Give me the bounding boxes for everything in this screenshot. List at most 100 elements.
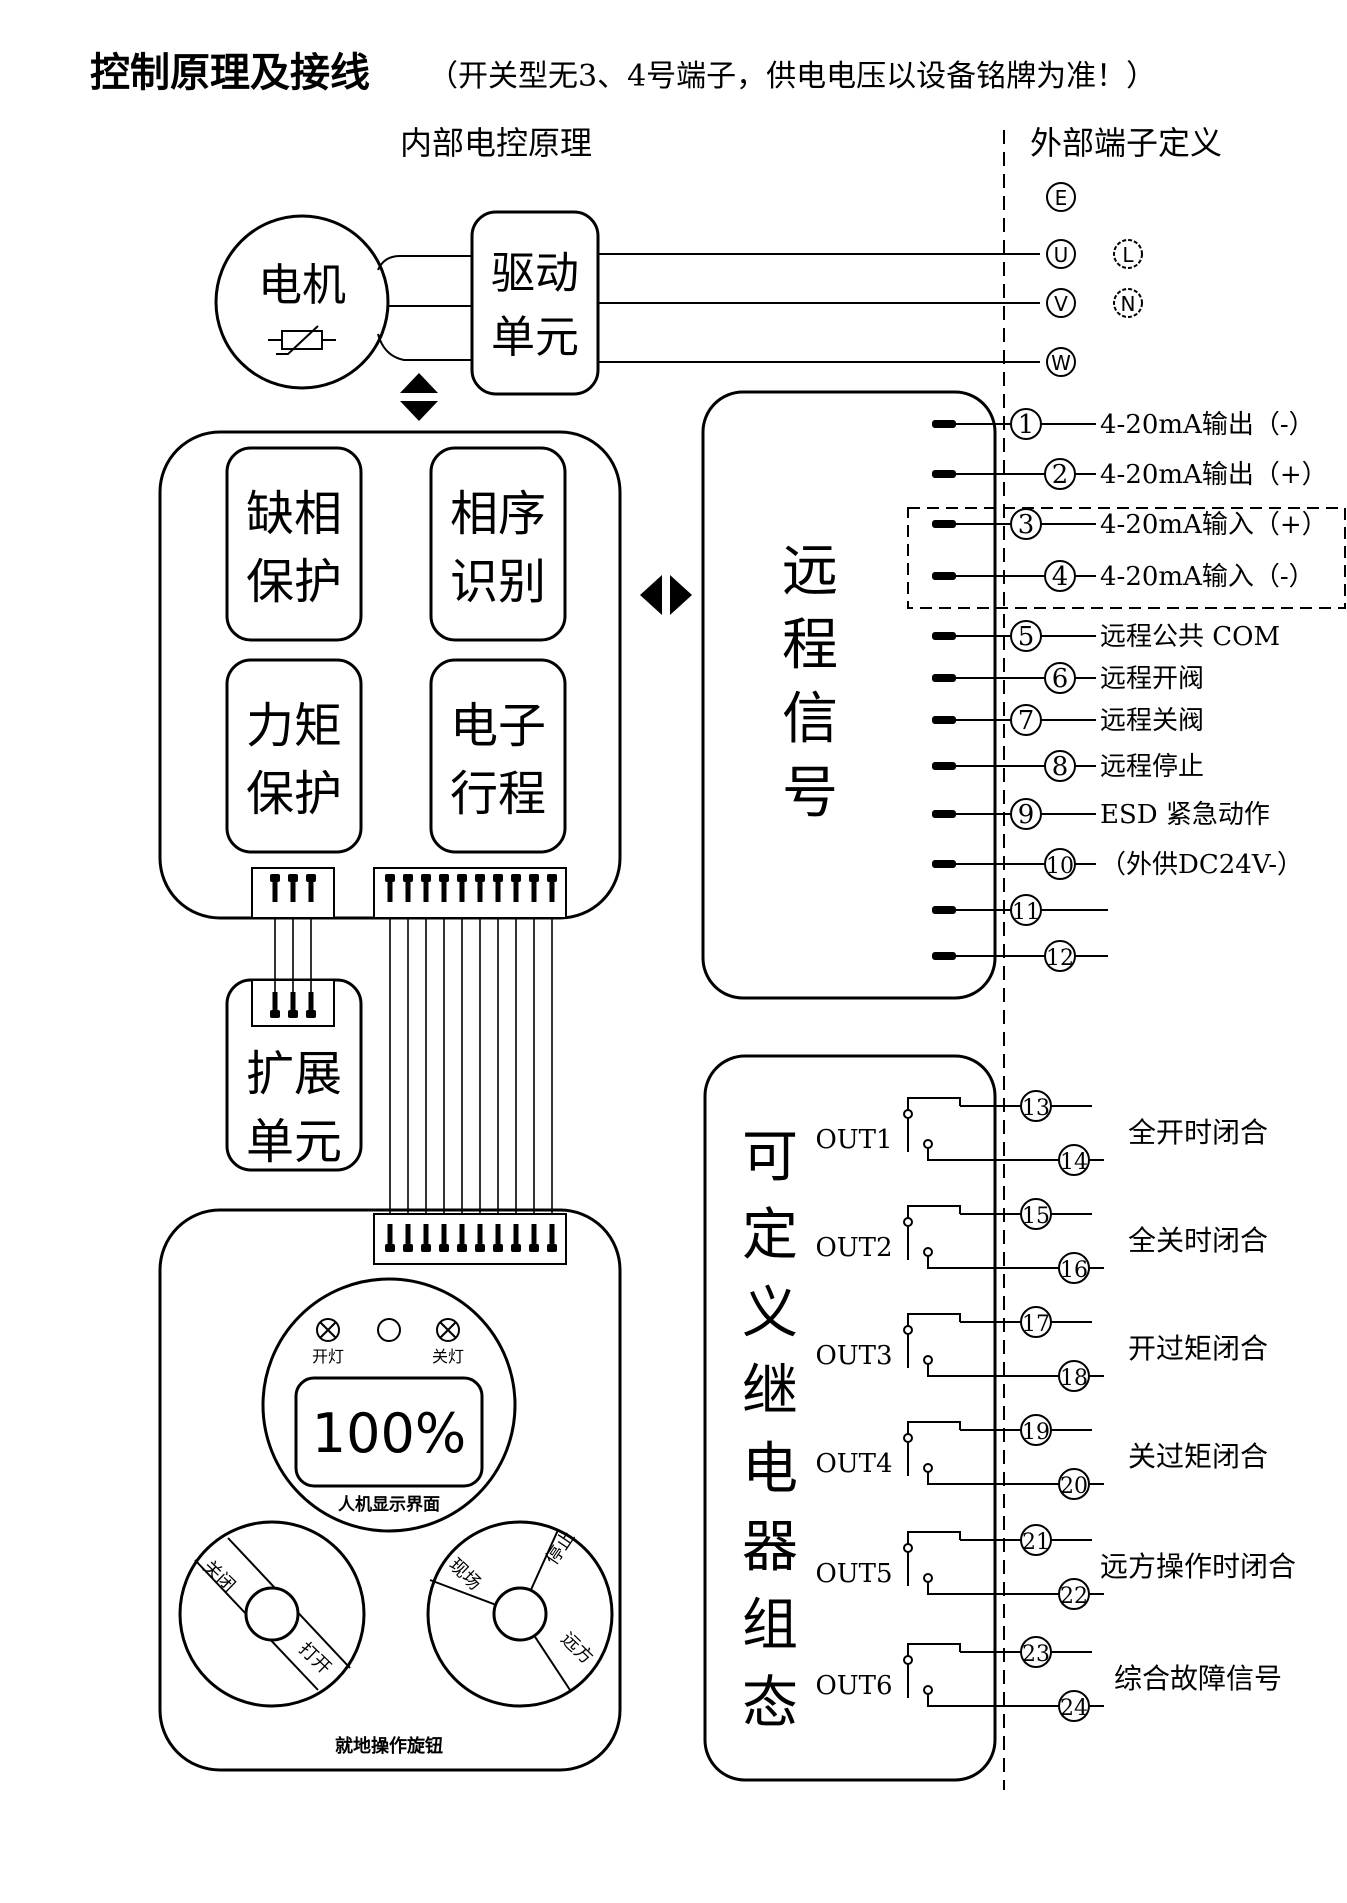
status-lamp-icon [377,1318,401,1342]
module-travel-label-1: 电子 [450,698,546,754]
motor-label: 电机 [258,260,346,311]
relay-config-box [703,1054,997,1782]
relay-name: OUT5 [815,1559,892,1589]
connector-pin [529,874,539,902]
svg-text:E: E [1055,186,1068,210]
terminal-e: E [1046,182,1076,212]
remote-terminal-label: 远程开阀 [1100,664,1204,694]
drive-unit-label-2: 单元 [491,312,579,363]
module-torque [225,658,363,854]
relay-group-label-4: 继 [742,1359,798,1424]
connector-pin [403,874,413,902]
knob-open-close[interactable] [178,1520,366,1708]
svg-text:V: V [1054,292,1068,316]
terminal-number: 3 [1018,510,1035,540]
terminal-number: 17 [1022,1312,1050,1337]
terminal-number: 4 [1052,562,1069,592]
terminal-u: U [1046,239,1076,269]
relay-function-label: 开过矩闭合 [1128,1332,1268,1365]
module-phase-loss-label-1: 缺相 [246,486,342,542]
connector-pin [421,1224,431,1252]
motor-drive-wire-bottom [377,333,472,361]
connector-pins-expansion-bottom [270,992,316,1018]
close-lamp-icon [436,1318,460,1342]
connector-pin [547,1224,557,1252]
connector-pin [547,874,557,902]
connector-pin [270,992,280,1018]
expansion-unit-label-1: 扩展 [246,1046,342,1102]
connector-pin [270,874,280,902]
section-external-title: 外部端子定义 [1030,124,1222,162]
drive-unit-label-1: 驱动 [491,248,579,299]
connector-pins-expansion-top [270,874,316,902]
connector-pin [493,1224,503,1252]
remote-terminal-label: 4-20mA输入（-） [1100,562,1315,592]
wires-board-to-expansion [274,918,312,992]
terminal-number: 20 [1060,1474,1088,1499]
svg-text:N: N [1121,292,1136,316]
terminal-number: 21 [1022,1530,1050,1555]
remote-terminal-label: ESD 紧急动作 [1100,800,1270,830]
terminal-number: 9 [1018,800,1035,830]
close-lamp-label: 关灯 [432,1347,464,1366]
relay-function-label: 全关时闭合 [1128,1224,1268,1257]
connector-pin [457,874,467,902]
terminal-number: 12 [1046,946,1074,971]
remote-terminal-11: 11 [932,894,1108,926]
terminal-number: 15 [1022,1204,1050,1229]
connector-pin [288,992,298,1018]
module-torque-label-2: 保护 [246,766,342,822]
thermistor-icon [268,325,336,355]
page-title: 控制原理及接线 [90,49,370,96]
connector-pin [493,874,503,902]
relay-function-label: 全开时闭合 [1128,1116,1268,1149]
svg-text:W: W [1051,351,1071,375]
section-internal-title: 内部电控原理 [400,124,592,162]
connector-pin [439,1224,449,1252]
display-value: 100% [312,1402,466,1465]
relay-rows: OUT11314全开时闭合OUT21516全关时闭合OUT31718开过矩闭合O… [815,1090,1296,1722]
module-phase-sequence-label-1: 相序 [450,486,546,542]
module-phase-loss [225,446,363,642]
connector-pin [288,874,298,902]
remote-terminal-10: 10（外供DC24V-） [932,848,1303,880]
knob-local-remote[interactable] [426,1520,614,1708]
terminal-number: 19 [1022,1420,1050,1445]
connector-pin [457,1224,467,1252]
open-lamp-label: 开灯 [312,1347,344,1366]
relay-group-label-8: 态 [742,1671,798,1736]
terminal-v: V [1046,288,1076,318]
bidirectional-arrow-horizontal-icon [640,575,692,615]
connector-local-panel [373,1213,567,1265]
connector-pins-panel-bottom [385,1224,557,1252]
connector-pin [385,874,395,902]
relay-group-label-2: 定 [742,1203,798,1268]
module-phase-sequence-label-2: 识别 [450,554,546,610]
remote-terminal-4: 4 4-20mA输入（-） [932,560,1315,592]
terminal-number: 14 [1060,1150,1088,1175]
motor-circle [214,214,390,390]
svg-text:U: U [1054,243,1069,267]
analog-input-group-box [907,507,1346,609]
remote-signal-label-1: 远 [782,539,838,604]
module-travel [429,658,567,854]
connector-pin [439,874,449,902]
module-travel-label-2: 行程 [450,766,546,822]
relay-name: OUT6 [815,1671,892,1701]
expansion-unit-label-2: 单元 [246,1114,342,1170]
bidirectional-arrow-vertical-icon [400,373,438,421]
relay-function-label: 远方操作时闭合 [1100,1550,1296,1583]
remote-signal-box [701,390,997,1000]
connector-pin [306,874,316,902]
display-screen [294,1376,484,1488]
wires-board-to-panel [389,918,553,1214]
